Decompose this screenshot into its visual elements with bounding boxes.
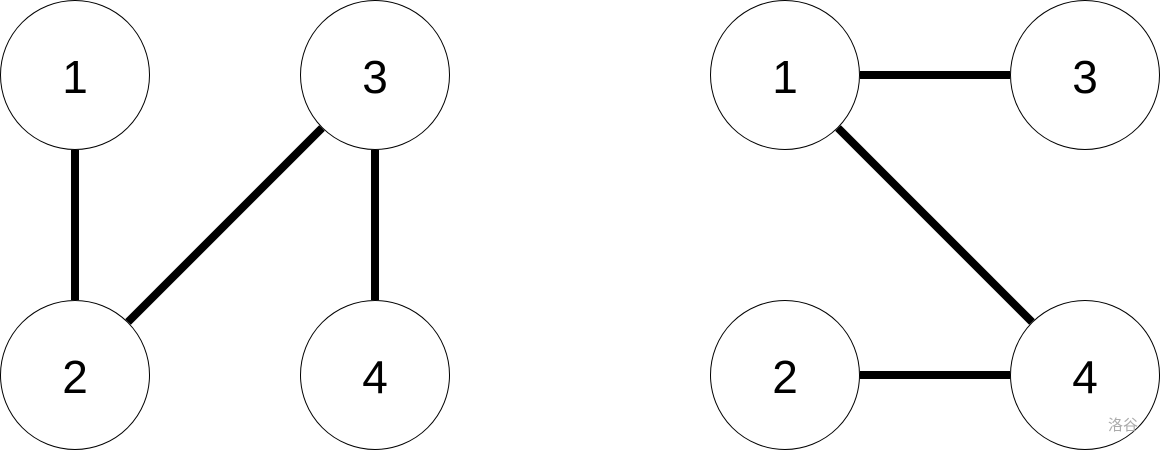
node-1: 1 (0, 0, 150, 150)
node-circle (710, 0, 860, 150)
node-label: 2 (62, 351, 88, 403)
node-3: 3 (1010, 0, 1160, 150)
node-3: 3 (300, 0, 450, 150)
node-label: 1 (772, 51, 798, 103)
node-label: 3 (362, 51, 388, 103)
node-circle (0, 0, 150, 150)
node-circle (710, 300, 860, 450)
node-circle (1010, 0, 1160, 150)
edge-2-3 (125, 125, 325, 325)
node-circle (1010, 300, 1160, 450)
node-2: 2 (0, 300, 150, 450)
node-label: 4 (1072, 351, 1098, 403)
node-circle (300, 300, 450, 450)
graph-1: 1 3 2 4 (0, 0, 450, 450)
node-label: 1 (62, 51, 88, 103)
node-label: 4 (362, 351, 388, 403)
node-4: 4 (300, 300, 450, 450)
node-label: 3 (1072, 51, 1098, 103)
watermark: 洛谷 (1108, 416, 1139, 434)
node-label: 2 (772, 351, 798, 403)
edge-1-4 (835, 125, 1035, 325)
graph-2: 1 3 2 4 (710, 0, 1160, 450)
node-2: 2 (710, 300, 860, 450)
node-circle (300, 0, 450, 150)
node-circle (0, 300, 150, 450)
node-1: 1 (710, 0, 860, 150)
node-4: 4 (1010, 300, 1160, 450)
